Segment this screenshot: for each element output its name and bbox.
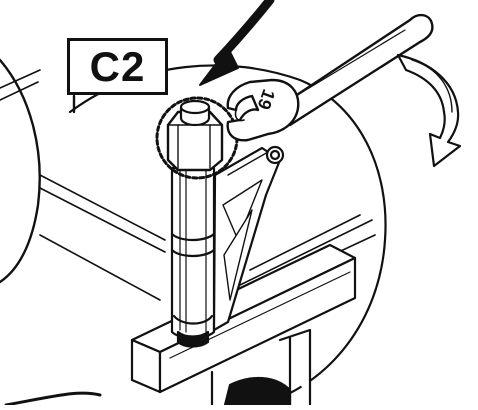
pointer-arrow (199, 0, 275, 86)
frame-lines (0, 69, 376, 301)
hex-nut (166, 99, 224, 172)
support-bracket (212, 145, 285, 332)
rotation-arrow (396, 53, 462, 168)
step-label-box: C2 (67, 38, 168, 95)
zoom-circle (68, 64, 387, 407)
step-label: C2 (89, 42, 146, 90)
threaded-stud (170, 166, 216, 348)
zoom-circle-left (0, 58, 41, 284)
zoom-circle-bottom (4, 391, 102, 407)
wrench (226, 13, 434, 142)
